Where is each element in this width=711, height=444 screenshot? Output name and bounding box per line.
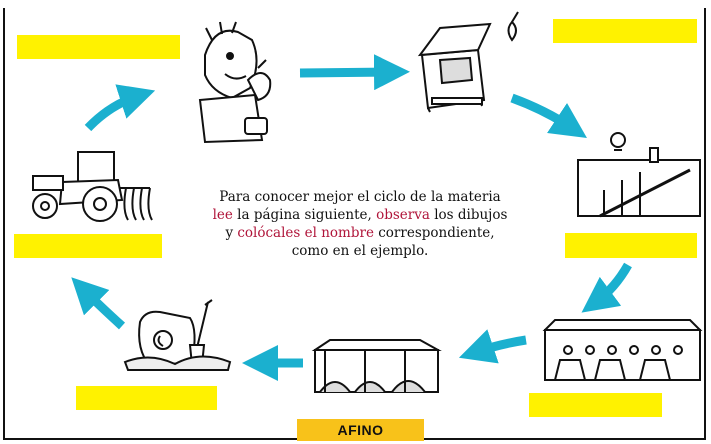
answer-box-packaging[interactable] [76, 386, 217, 410]
arrow-bag-to-tractor [71, 277, 126, 330]
top-strip [0, 0, 711, 8]
arrow-plant-to-shed [581, 262, 632, 313]
instr-text-c: y [225, 225, 238, 241]
arrow-shed-to-pile [458, 329, 527, 364]
compost-bag-icon [123, 299, 232, 371]
waste-container-icon [417, 11, 519, 113]
treatment-plant-icon [577, 132, 701, 218]
instructions-text: Para conocer mejor el ciclo de la materi… [200, 188, 520, 260]
instr-highlight-lee: lee [212, 207, 233, 223]
instr-text-d: correspondiente, [373, 225, 495, 241]
answer-box-treatment[interactable] [565, 233, 697, 258]
instr-highlight-nombre: colócales el nombre [237, 225, 374, 241]
example-label-afino: AFINO [297, 419, 424, 441]
answer-box-consumption[interactable] [17, 35, 180, 59]
person-eating-icon [198, 21, 272, 144]
instructions-line-1: Para conocer mejor el ciclo de la materi… [219, 189, 501, 205]
tractor-icon [32, 151, 153, 222]
arrow-tractor-to-eater [84, 84, 156, 132]
instr-highlight-observa: observa [376, 207, 430, 223]
answer-box-fermentation[interactable] [529, 393, 662, 417]
composting-shed-icon [542, 319, 703, 381]
instr-text-b: los dibujos [429, 207, 508, 223]
instructions-line-2: lee la página siguiente, observa los dib… [200, 206, 520, 224]
maturation-pile-icon [311, 339, 442, 393]
answer-box-collection[interactable] [553, 19, 697, 43]
instr-text-a: la página siguiente, [232, 207, 377, 223]
arrow-bin-to-plant [510, 93, 587, 138]
instructions-line-3: y colócales el nombre correspondiente, [200, 224, 520, 242]
arrow-eater-to-bin [299, 54, 410, 91]
answer-box-fertilizer[interactable] [14, 234, 162, 258]
instructions-line-4: como en el ejemplo. [291, 243, 429, 259]
